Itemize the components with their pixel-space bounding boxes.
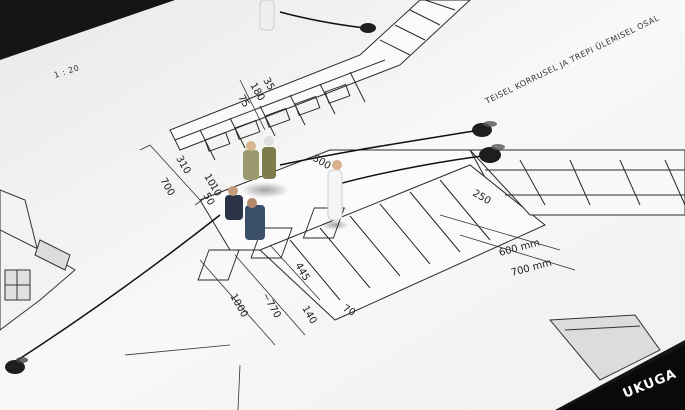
miniature-figure-top: [259, 0, 275, 31]
corner-box: [548, 314, 661, 381]
house-drawing: [0, 189, 76, 331]
fly-figure-mid: [479, 144, 505, 163]
stair-right-flight: [468, 149, 685, 216]
thread-lines: [9, 11, 491, 366]
fly-figure-upper: [360, 23, 376, 33]
fly-figure-left: [5, 357, 28, 374]
stair-upper-flight: [169, 0, 471, 161]
dimension-lines: [124, 79, 576, 410]
fly-figure-top: [472, 121, 497, 137]
brand-tab: [560, 345, 685, 410]
miniature-figures-group: [225, 136, 349, 240]
